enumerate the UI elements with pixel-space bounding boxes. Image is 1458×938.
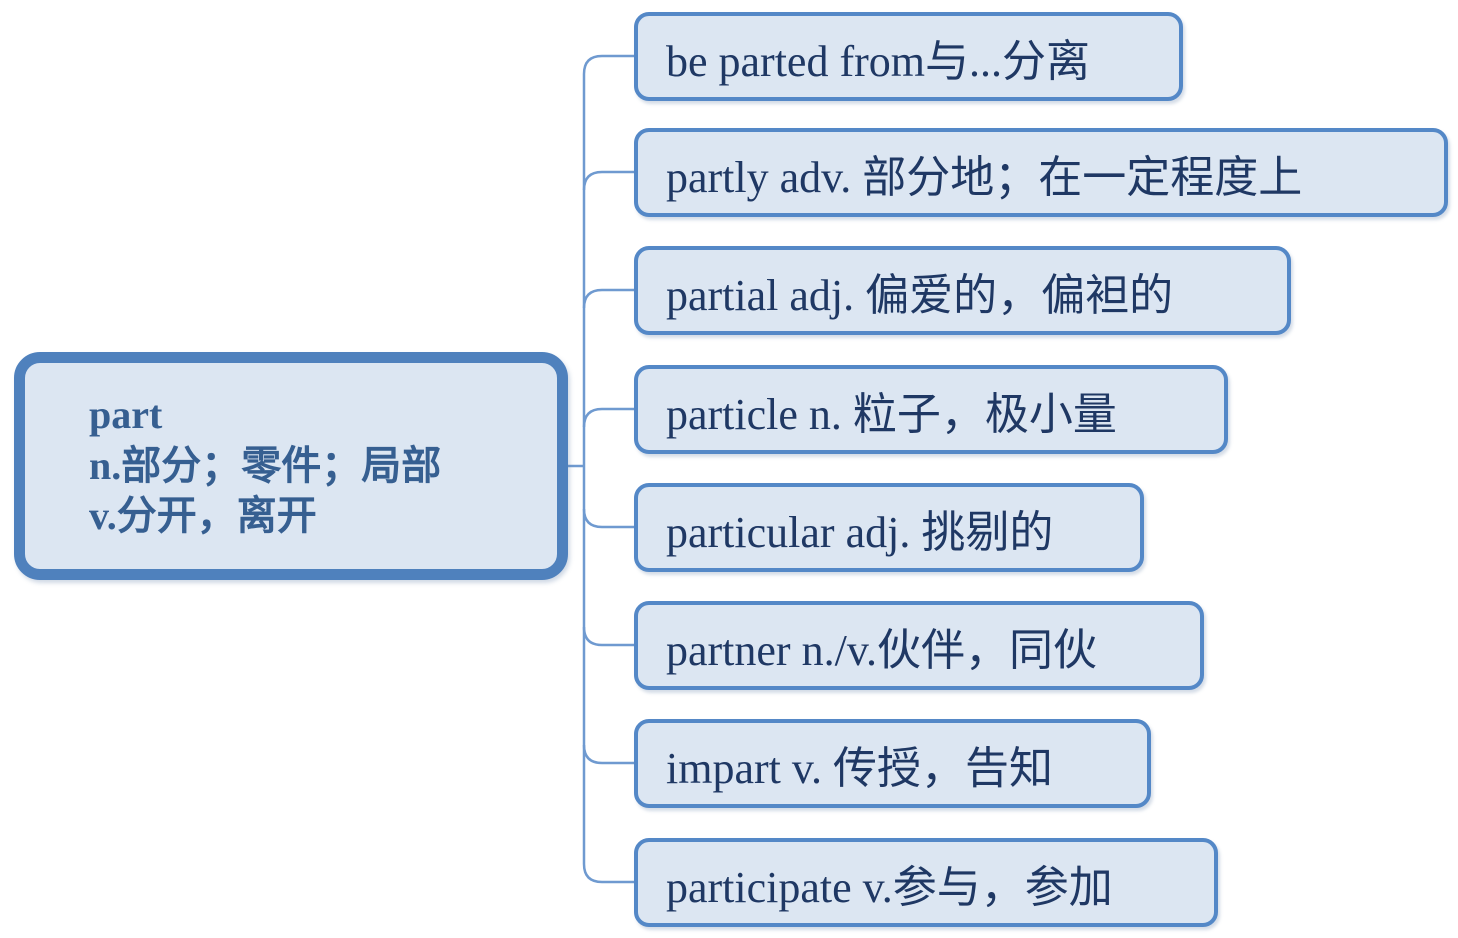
connector-trunk	[582, 54, 634, 884]
node-partner[interactable]: partner n./v.伙伴，同伙	[634, 601, 1204, 690]
connector-branch-5	[582, 508, 634, 529]
node-partly[interactable]: partly adv. 部分地；在一定程度上	[634, 128, 1448, 217]
node-particular[interactable]: particular adj. 挑剔的	[634, 483, 1144, 572]
connector-branch-6	[582, 626, 634, 647]
node-label: impart v. 传授，告知	[666, 743, 1053, 793]
node-label: be parted from与...分离	[666, 36, 1090, 86]
node-label: particular adj. 挑剔的	[666, 507, 1054, 557]
root-verb-def: v.分开，离开	[89, 493, 317, 539]
node-label: particle n. 粒子，极小量	[666, 389, 1117, 439]
node-partial[interactable]: partial adj. 偏爱的，偏袒的	[634, 246, 1291, 335]
node-label: participate v.参与，参加	[666, 862, 1113, 912]
connector-branch-2	[582, 170, 634, 191]
connector-branch-3	[582, 288, 634, 309]
node-participate[interactable]: participate v.参与，参加	[634, 838, 1218, 927]
node-be-parted-from[interactable]: be parted from与...分离	[634, 12, 1183, 101]
root-word: part	[89, 392, 163, 438]
root-noun-def: n.部分；零件；局部	[89, 442, 442, 488]
node-label: partial adj. 偏爱的，偏袒的	[666, 270, 1174, 320]
connector-branch-7	[582, 744, 634, 765]
node-impart[interactable]: impart v. 传授，告知	[634, 719, 1151, 808]
root-node-part[interactable]: part n.部分；零件；局部 v.分开，离开	[14, 352, 568, 580]
node-particle[interactable]: particle n. 粒子，极小量	[634, 365, 1228, 454]
node-label: partner n./v.伙伴，同伙	[666, 625, 1097, 675]
connector-branch-4	[582, 407, 634, 428]
node-label: partly adv. 部分地；在一定程度上	[666, 152, 1303, 202]
